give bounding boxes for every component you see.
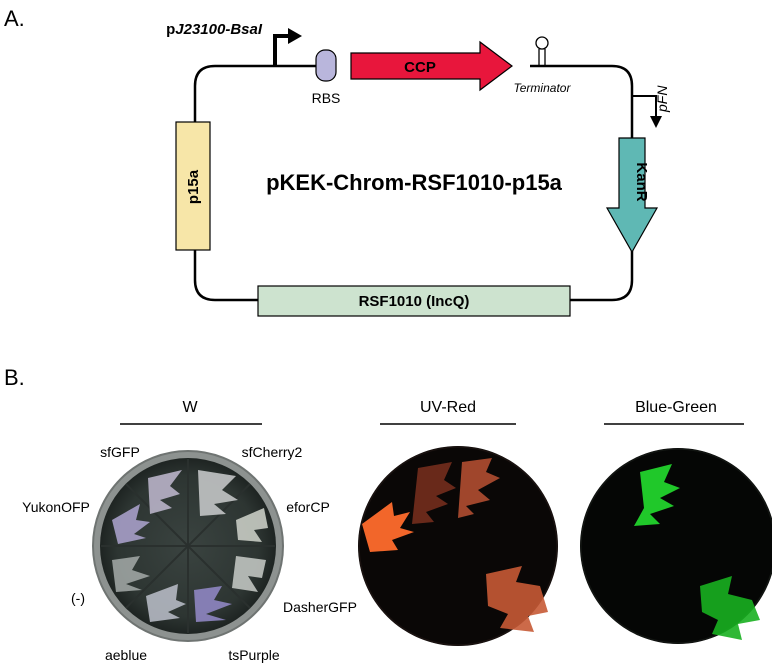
plate-uv-red [358, 446, 558, 646]
plate-label-dashergfp: DasherGFP [283, 599, 357, 615]
pfn-promoter-arrow-icon [632, 95, 662, 128]
plate-label-yukonofp: YukonOFP [22, 499, 90, 515]
plate-label-negative: (-) [71, 590, 85, 606]
plasmid-backbone [193, 64, 634, 302]
rbs-label: RBS [312, 90, 341, 106]
panel-b-label: B. [4, 365, 25, 390]
kanr-gene [605, 137, 659, 254]
condition-bluegreen-label: Blue-Green [635, 399, 717, 416]
ccp-gene [350, 40, 513, 92]
pfn-label: pFN [654, 85, 670, 113]
condition-w-label: W [182, 399, 198, 416]
plate-label-sfcherry2: sfCherry2 [242, 444, 303, 460]
terminator-label: Terminator [514, 81, 572, 95]
panel-a-label: A. [4, 6, 25, 31]
rsf1010-label: RSF1010 (IncQ) [359, 293, 470, 310]
ccp-label: CCP [404, 59, 436, 76]
kanr-label: KanR [633, 162, 650, 201]
p15a-origin [175, 121, 211, 251]
plate-label-tspurple: tsPurple [228, 647, 280, 663]
rbs-element [315, 49, 337, 82]
plate-label-aeblue: aeblue [105, 647, 147, 663]
p15a-label: p15a [185, 169, 202, 204]
plate-white-light [92, 450, 284, 642]
rsf1010-origin [257, 285, 571, 317]
plasmid-name: pKEK-Chrom-RSF1010-p15a [266, 170, 563, 195]
condition-uvred-label: UV-Red [420, 399, 476, 416]
plate-label-eforcp: eforCP [286, 499, 330, 515]
promoter-arrow-icon [273, 28, 302, 66]
plate-blue-green [580, 448, 772, 644]
terminator-icon [535, 36, 549, 66]
plate-label-sfgfp: sfGFP [100, 444, 140, 460]
promoter-label: pJ23100-BsaI [166, 21, 263, 38]
